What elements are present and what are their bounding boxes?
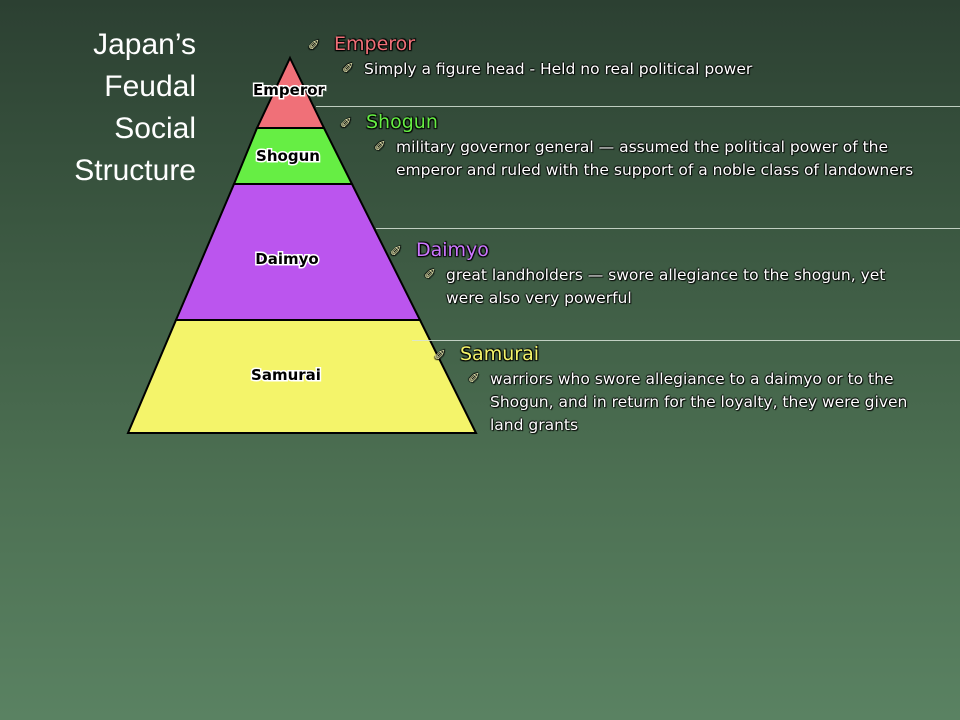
entry-description-text: Simply a figure head - Held no real poli… <box>364 60 753 78</box>
quill-bullet-icon: ✐ <box>434 348 446 364</box>
title-line: Structure <box>74 154 196 187</box>
quill-bullet-icon: ✐ <box>424 267 436 283</box>
entry-description-text: military governor general — assumed the … <box>396 138 914 179</box>
entry-heading: ✐ Daimyo <box>390 238 960 264</box>
quill-bullet-icon: ✐ <box>374 139 386 155</box>
title-line: Social <box>114 112 196 145</box>
entry-description: ✐ military governor general — assumed the… <box>374 136 918 182</box>
quill-bullet-icon: ✐ <box>390 244 402 260</box>
entry-heading-text: Emperor <box>334 33 416 55</box>
quill-bullet-icon: ✐ <box>468 371 480 387</box>
pyramid-tier-samurai <box>126 319 478 434</box>
entry-heading-text: Daimyo <box>416 239 489 261</box>
entry-samurai: ✐ Samurai ✐ warriors who swore allegiance … <box>434 342 960 437</box>
title-line: Feudal <box>104 70 196 103</box>
entry-heading-text: Shogun <box>366 111 438 133</box>
entry-heading: ✐ Emperor <box>308 32 908 58</box>
entry-heading: ✐ Samurai <box>434 342 960 368</box>
tier-label-emperor: Emperor <box>253 81 325 99</box>
entry-emperor: ✐ Emperor ✐ Simply a figure head - Held no… <box>308 32 908 81</box>
tier-label-shogun: Shogun <box>256 147 320 165</box>
entry-description: ✐ great landholders — swore allegiance to… <box>424 264 926 310</box>
entry-shogun: ✐ Shogun ✐ military governor general — ass… <box>340 110 940 182</box>
entry-description-text: warriors who swore allegiance to a daimy… <box>490 370 908 434</box>
quill-bullet-icon: ✐ <box>340 116 352 132</box>
entry-heading: ✐ Shogun <box>340 110 940 136</box>
quill-bullet-icon: ✐ <box>342 61 354 77</box>
separator-line <box>412 340 960 341</box>
tier-label-samurai: Samurai <box>251 366 321 384</box>
title-line: Japan’s <box>93 28 196 61</box>
separator-line <box>316 106 960 107</box>
entry-description-text: great landholders — swore allegiance to … <box>446 266 886 307</box>
slide-title: Japan’s Feudal Social Structure <box>0 24 196 192</box>
separator-line <box>376 228 960 229</box>
entry-description: ✐ Simply a figure head - Held no real pol… <box>342 58 924 81</box>
quill-bullet-icon: ✐ <box>308 38 320 54</box>
tier-label-daimyo: Daimyo <box>255 250 318 268</box>
entry-heading-text: Samurai <box>460 343 539 365</box>
entry-daimyo: ✐ Daimyo ✐ great landholders — swore alleg… <box>390 238 960 310</box>
entry-description: ✐ warriors who swore allegiance to a daim… <box>468 368 930 437</box>
